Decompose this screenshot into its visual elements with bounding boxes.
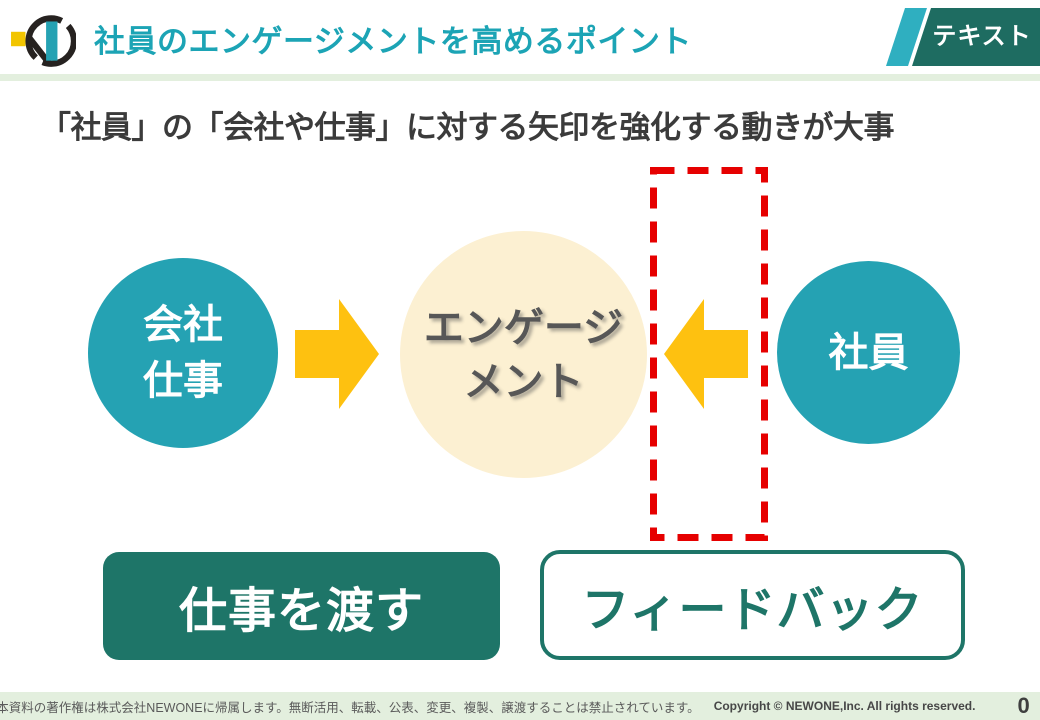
- page-title: 社員のエンゲージメントを高めるポイント: [94, 24, 692, 59]
- text-badge-shape: [886, 8, 1040, 66]
- arrow-right-icon: [295, 299, 379, 409]
- company-label: 会社: [143, 303, 223, 347]
- footer-disclaimer: 本資料の著作権は株式会社NEWONEに帰属します。無断活用、転載、公表、変更、複…: [0, 700, 700, 715]
- newone-logo-icon: [11, 15, 76, 67]
- employee-label: 社員: [828, 330, 909, 375]
- text-badge: テキスト: [868, 8, 1040, 66]
- give-work-box: 仕事を渡す: [103, 552, 500, 660]
- highlight-dashed-box: [650, 167, 768, 541]
- text-badge-label: テキスト: [932, 23, 1032, 50]
- page-number: 0: [1017, 693, 1030, 718]
- subtitle: 「社員」の「会社や仕事」に対する矢印を強化する動きが大事: [40, 110, 895, 145]
- employee-circle: 社員: [777, 261, 960, 444]
- header-divider: [0, 74, 1040, 81]
- footer: 本資料の著作権は株式会社NEWONEに帰属します。無断活用、転載、公表、変更、複…: [0, 692, 1040, 720]
- engagement-circle: エンゲージ メント: [400, 231, 647, 478]
- company-work-circle: 会社 仕事: [88, 258, 278, 448]
- footer-copyright: Copyright © NEWONE,Inc. All rights reser…: [713, 699, 976, 713]
- engagement-label-line2: メント: [463, 359, 584, 404]
- feedback-box: フィードバック: [540, 550, 965, 660]
- engagement-label-line1: エンゲージ: [423, 305, 624, 350]
- arrow-left-icon: [664, 299, 748, 409]
- work-label: 仕事: [143, 359, 223, 403]
